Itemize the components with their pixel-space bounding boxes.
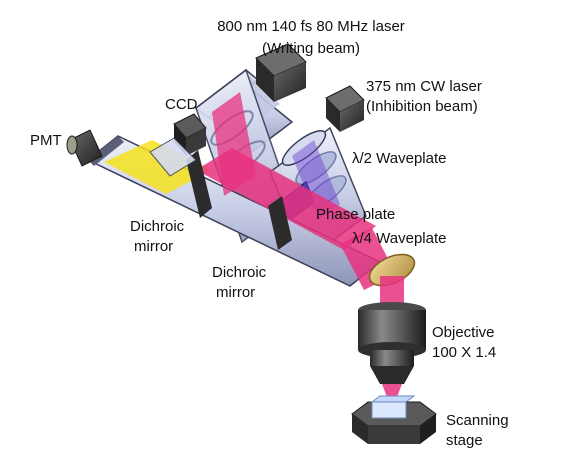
main-beam-tube	[86, 92, 382, 287]
objective-lens	[358, 302, 426, 384]
half-waveplate-label: λ/2 Waveplate	[352, 150, 447, 167]
pmt-detector	[66, 129, 103, 167]
objective-spec-label: 100 X 1.4	[432, 344, 497, 361]
writing-laser-label: 800 nm 140 fs 80 MHz laser	[217, 18, 405, 35]
inhibition-laser-label: 375 nm CW laser	[366, 78, 482, 95]
dichroic-mirror-1-line1: Dichroic	[130, 218, 185, 235]
stage-label-line1: Scanning	[446, 412, 509, 429]
ccd-camera	[149, 113, 207, 177]
quarter-waveplate-label: λ/4 Waveplate	[352, 230, 447, 247]
dichroic-mirror-2-line1: Dichroic	[212, 264, 267, 281]
scanning-stage	[351, 395, 437, 444]
inhibition-laser-housing	[325, 85, 365, 132]
phase-plate-label: Phase plate	[316, 206, 396, 223]
ccd-label: CCD	[165, 96, 198, 113]
dichroic-mirror-1-line2: mirror	[134, 238, 174, 255]
objective-label: Objective	[432, 324, 495, 341]
pmt-label: PMT	[30, 132, 62, 149]
writing-beam-label: (Writing beam)	[261, 40, 361, 57]
stage-label-line2: stage	[446, 432, 483, 449]
inhibition-beam-label: (Inhibition beam)	[366, 98, 478, 115]
dichroic-plates	[186, 150, 292, 250]
dichroic-mirror-2-line2: mirror	[216, 284, 256, 301]
writing-laser-housing	[255, 43, 307, 102]
